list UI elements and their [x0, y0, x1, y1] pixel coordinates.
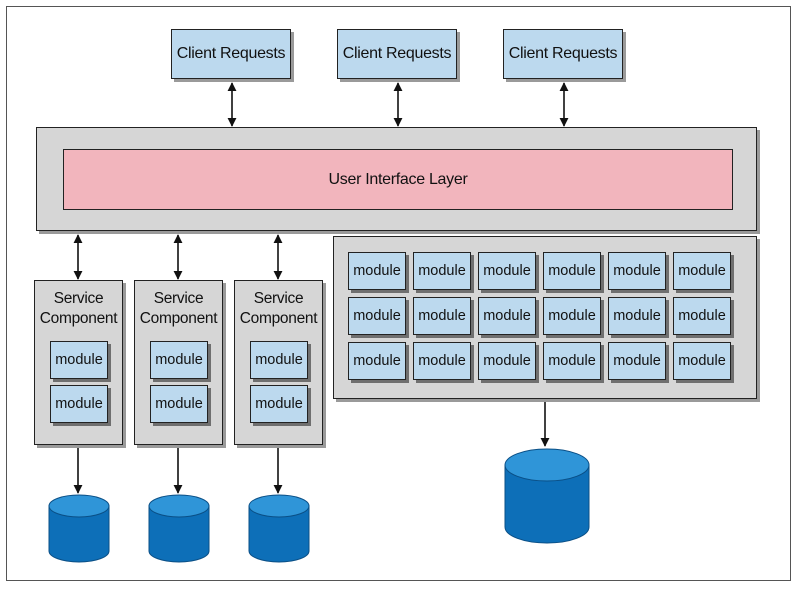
- client-requests-box-1: Client Requests: [171, 29, 291, 79]
- grid-module: module: [543, 297, 601, 335]
- service-module: module: [150, 341, 208, 379]
- diagram-frame: [6, 6, 791, 581]
- client-requests-label: Client Requests: [508, 45, 618, 62]
- service-component-title: Service Component: [39, 290, 118, 327]
- grid-module: module: [413, 297, 471, 335]
- service-module: module: [250, 341, 308, 379]
- grid-module: module: [348, 342, 406, 380]
- service-component-title: Service Component: [239, 290, 318, 327]
- service-component-1: Service Component module module: [34, 280, 123, 445]
- service-module: module: [150, 385, 208, 423]
- module-grid: module module module module module modul…: [348, 252, 743, 380]
- grid-module: module: [543, 342, 601, 380]
- grid-module: module: [413, 342, 471, 380]
- database-icon: [48, 494, 110, 563]
- grid-module: module: [348, 297, 406, 335]
- ui-layer-label: User Interface Layer: [328, 170, 468, 188]
- grid-module: module: [478, 252, 536, 290]
- grid-module: module: [478, 342, 536, 380]
- client-requests-box-3: Client Requests: [503, 29, 623, 79]
- service-module: module: [50, 385, 108, 423]
- service-component-title: Service Component: [139, 290, 218, 327]
- service-module: module: [50, 341, 108, 379]
- grid-module: module: [673, 252, 731, 290]
- grid-module: module: [608, 297, 666, 335]
- client-requests-box-2: Client Requests: [337, 29, 457, 79]
- user-interface-layer: User Interface Layer: [63, 149, 733, 210]
- database-icon: [504, 448, 590, 544]
- database-icon: [248, 494, 310, 563]
- service-module: module: [250, 385, 308, 423]
- client-requests-label: Client Requests: [176, 45, 286, 62]
- service-component-2: Service Component module module: [134, 280, 223, 445]
- grid-module: module: [608, 252, 666, 290]
- grid-module: module: [348, 252, 406, 290]
- grid-module: module: [673, 297, 731, 335]
- grid-module: module: [543, 252, 601, 290]
- grid-module: module: [673, 342, 731, 380]
- grid-module: module: [478, 297, 536, 335]
- grid-module: module: [608, 342, 666, 380]
- grid-module: module: [413, 252, 471, 290]
- client-requests-label: Client Requests: [342, 45, 452, 62]
- database-icon: [148, 494, 210, 563]
- service-component-3: Service Component module module: [234, 280, 323, 445]
